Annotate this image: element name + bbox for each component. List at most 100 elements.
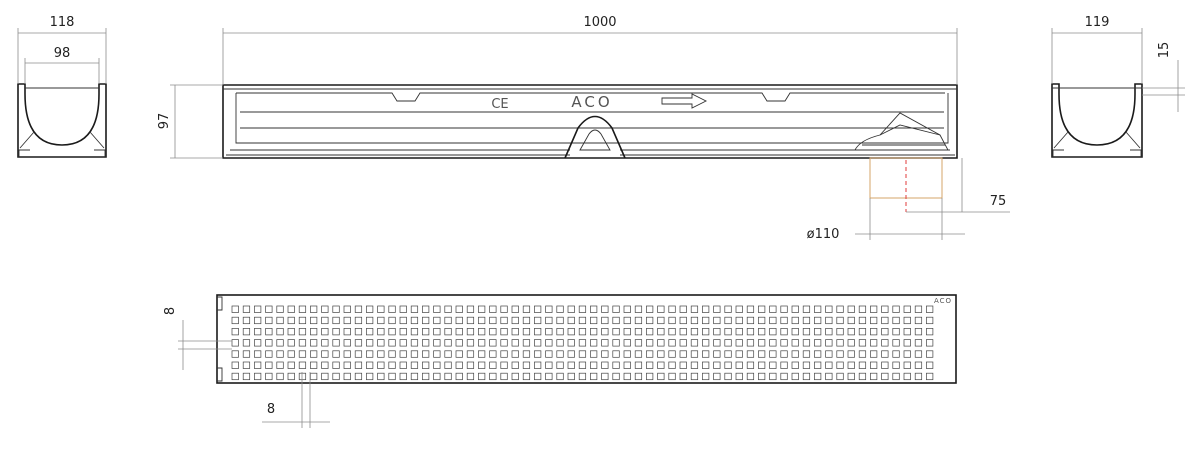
grate-hole [903, 350, 911, 358]
grate-hole [556, 372, 564, 381]
grate-hole [534, 372, 542, 381]
grate-hole [914, 350, 923, 358]
grate-hole [679, 372, 687, 381]
grate-hole [444, 328, 452, 336]
grate-hole [634, 350, 643, 358]
grate-hole [702, 316, 710, 325]
grate-hole [354, 350, 363, 358]
grate-hole [500, 305, 508, 313]
outlet-offset-dimension: 75 [906, 158, 1010, 213]
grate-hole [231, 328, 239, 336]
grate-hole [724, 361, 732, 369]
grate-hole [354, 361, 363, 369]
grate-hole [332, 339, 340, 347]
grate-hole [713, 316, 721, 325]
grate-hole [500, 339, 508, 347]
grate-hole [668, 350, 676, 358]
grate-hole [690, 316, 699, 325]
grate-hole [276, 328, 284, 336]
grate-hole [825, 339, 833, 347]
right-end-view [1051, 83, 1143, 158]
grate-hole [388, 328, 396, 336]
grate-hole [366, 316, 374, 325]
grate-hole [668, 328, 676, 336]
grate-hole [466, 350, 475, 358]
grate-hole [545, 316, 553, 325]
grate-hole [634, 328, 643, 336]
grate-hole [679, 350, 687, 358]
grate-hole [332, 372, 340, 381]
grate-hole [276, 339, 284, 347]
grate-hole [399, 372, 407, 381]
grate-hole [231, 316, 239, 325]
grate-hole [366, 305, 374, 313]
grate-hole [590, 305, 598, 313]
grate-hole [433, 305, 441, 313]
grate-hole [623, 328, 631, 336]
grate-hole [534, 361, 542, 369]
grate-hole [377, 339, 385, 347]
grate-hole [265, 328, 273, 336]
grate-hole [724, 316, 732, 325]
grate-hole [634, 305, 643, 313]
height-dimension: 97 [157, 84, 223, 159]
grate-hole [735, 350, 743, 358]
grate-hole [870, 372, 878, 381]
grate-hole [399, 316, 407, 325]
grate-hole [780, 350, 788, 358]
grate-hole [668, 339, 676, 347]
grate-hole [612, 305, 620, 313]
grate-hole [926, 361, 934, 369]
grate-hole [298, 305, 307, 313]
grate-hole [242, 339, 251, 347]
grate-hole [377, 361, 385, 369]
slot-width-dimension: 8 [262, 372, 330, 428]
grate-hole [847, 316, 855, 325]
grate-hole [847, 339, 855, 347]
grate-hole [433, 316, 441, 325]
grate-hole [612, 372, 620, 381]
dim-outlet-diameter: ø110 [807, 227, 840, 242]
grate-plan-view: ACO [216, 294, 957, 384]
grate-hole-grid [231, 305, 934, 381]
grate-hole [892, 328, 900, 336]
grate-hole [646, 339, 654, 347]
grate-hole [713, 361, 721, 369]
grate-hole [399, 339, 407, 347]
grate-hole [578, 328, 587, 336]
grate-hole [802, 305, 811, 313]
grate-hole [735, 372, 743, 381]
grate-hole [847, 361, 855, 369]
grate-hole [366, 328, 374, 336]
grate-hole [354, 339, 363, 347]
grate-hole [466, 328, 475, 336]
grate-hole [556, 361, 564, 369]
grate-hole [298, 316, 307, 325]
grate-hole [634, 372, 643, 381]
dim-rebate: 15 [1157, 42, 1172, 59]
grate-hole [791, 339, 799, 347]
grate-hole [758, 328, 766, 336]
grate-hole [343, 361, 351, 369]
grate-hole [926, 316, 934, 325]
grate-hole [343, 372, 351, 381]
grate-hole [836, 305, 844, 313]
grate-hole [769, 328, 777, 336]
grate-hole [836, 372, 844, 381]
grate-hole [724, 305, 732, 313]
grate-hole [881, 350, 889, 358]
grate-hole [881, 339, 889, 347]
grate-hole [254, 316, 262, 325]
grate-hole [623, 372, 631, 381]
grate-hole [321, 339, 329, 347]
grate-hole [254, 328, 262, 336]
grate-hole [321, 372, 329, 381]
grate-hole [814, 372, 822, 381]
dim-left-outer-width: 118 [50, 15, 75, 30]
grate-hole [746, 305, 755, 313]
grate-hole [780, 361, 788, 369]
grate-hole [556, 328, 564, 336]
grate-hole [534, 328, 542, 336]
grate-hole [578, 305, 587, 313]
